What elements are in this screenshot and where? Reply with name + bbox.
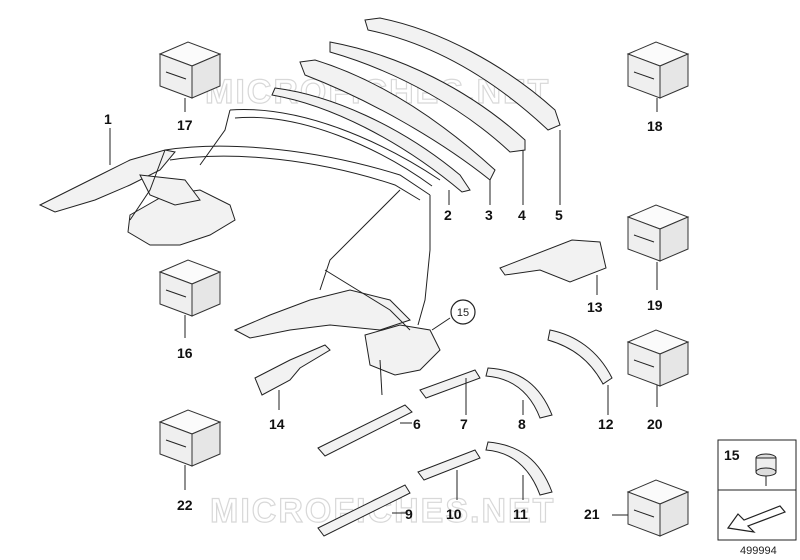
box-icon-19[interactable] [627,204,689,262]
box-icon-20[interactable] [627,329,689,387]
part-2-bow[interactable] [271,87,471,193]
callout-8: 8 [518,416,526,432]
callout-9: 9 [405,506,413,522]
part-10-strip[interactable] [417,449,481,481]
legend-label: 15 [724,447,740,463]
legend-box: 15 [717,439,797,541]
callout-19: 19 [647,297,663,313]
callout-17: 17 [177,117,193,133]
callout-4: 4 [518,207,526,223]
callout-2: 2 [444,207,452,223]
callout-6: 6 [413,416,421,432]
callout-5: 5 [555,207,563,223]
callout-10: 10 [446,506,462,522]
box-icon-16[interactable] [159,259,221,317]
callout-18: 18 [647,118,663,134]
callout-21: 21 [584,506,600,522]
callout-20: 20 [647,416,663,432]
part-13-panel[interactable] [499,239,607,283]
callout-15: 15 [457,307,469,319]
arrow-icon [726,505,787,533]
part-5-bow[interactable] [364,17,561,131]
box-icon-18[interactable] [627,41,689,99]
part-14-bracket[interactable] [254,344,331,396]
part-3-bow[interactable] [299,59,496,181]
part-11-curve[interactable] [485,441,553,496]
callout-7: 7 [460,416,468,432]
part-1-roof-frame[interactable] [38,109,441,396]
part-7-strip[interactable] [419,369,481,399]
part-15-callout[interactable]: 15 [431,299,476,331]
callout-13: 13 [587,299,603,315]
part-9-strip[interactable] [317,484,411,537]
callout-16: 16 [177,345,193,361]
callout-22: 22 [177,497,193,513]
callout-1: 1 [104,111,112,127]
box-icon-17[interactable] [159,41,221,99]
fastener-icon [755,453,777,486]
part-4-bow[interactable] [329,41,526,153]
part-6-strip[interactable] [317,404,413,457]
callout-14: 14 [269,416,285,432]
part-12-curve[interactable] [547,329,613,385]
part-8-curve[interactable] [485,367,553,419]
box-icon-22[interactable] [159,409,221,467]
callout-12: 12 [598,416,614,432]
box-icon-21[interactable] [627,479,689,537]
callout-11: 11 [513,506,528,522]
callout-3: 3 [485,207,493,223]
diagram-number: 499994 [740,545,777,557]
